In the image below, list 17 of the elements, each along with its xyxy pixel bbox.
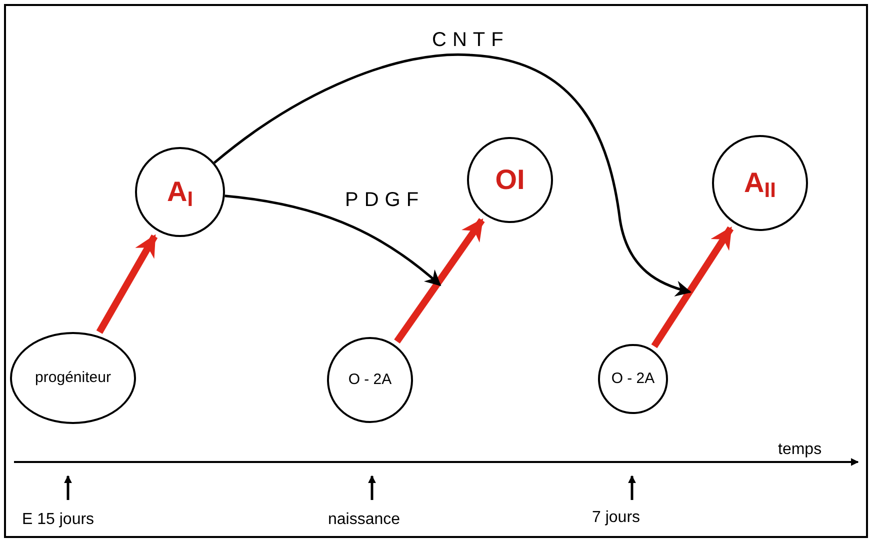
arrow [214,54,692,296]
arrow [224,194,442,286]
cell-label: OI [495,163,525,197]
edge-label: PDGF [345,190,425,210]
edge-label: CNTF [432,30,510,50]
arrow [651,226,734,348]
cell-label: A$_{I}$ [166,175,194,213]
arrow [394,218,485,344]
cell-label: O - 2A [611,368,655,389]
time-label: 7 jours [592,508,640,528]
time-label: naissance [328,510,400,530]
arrow [96,234,158,334]
cell-label: O - 2A [348,370,392,390]
cell-label: progéniteur [35,368,111,388]
time-label: E 15 jours [22,510,94,530]
axis-label: temps [778,440,822,460]
cell-label: A$_{II}$ [744,166,776,204]
